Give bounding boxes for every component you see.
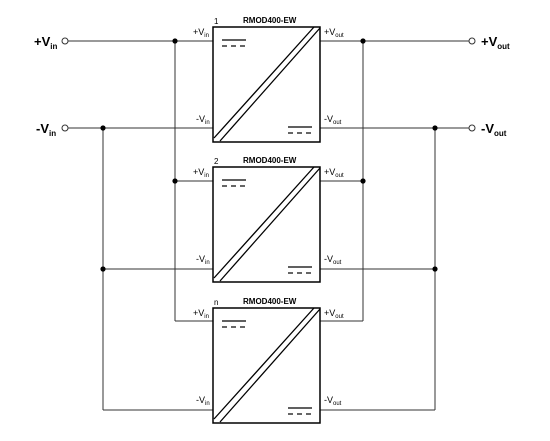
junction-dot — [432, 266, 438, 272]
junction-dot — [360, 178, 366, 184]
terminal-label-vout-minus: -Vout — [481, 121, 507, 138]
module-box — [212, 166, 321, 283]
module-model-label: RMOD400-EW — [243, 16, 297, 25]
dc-input-symbol — [222, 179, 246, 187]
pin-label-in-minus: -Vin — [196, 254, 210, 266]
junctions — [100, 38, 438, 272]
dc-input-symbol — [222, 320, 246, 328]
pin-label-out-plus: +Vout — [324, 308, 344, 320]
dc-input-symbol — [222, 39, 246, 47]
module-diagonal — [213, 307, 315, 420]
terminal-label-vin-plus: +Vin — [34, 34, 57, 51]
module-box — [212, 307, 321, 424]
pin-label-in-minus: -Vin — [196, 395, 210, 407]
junction-dot — [172, 178, 178, 184]
terminal-label-vout-plus: +Vout — [481, 34, 510, 51]
terminal-circle-vout-minus — [468, 124, 476, 132]
module-index-label: 2 — [214, 157, 219, 166]
junction-dot — [100, 125, 106, 131]
module-model-label: RMOD400-EW — [243, 156, 297, 165]
terminal-circle-vout-plus — [468, 37, 476, 45]
dc-output-symbol — [288, 266, 312, 274]
module-box — [212, 26, 321, 143]
pin-label-in-minus: -Vin — [196, 114, 210, 126]
module-index-label: 1 — [214, 17, 219, 26]
module-diagonal — [219, 308, 321, 423]
terminal-circles — [61, 37, 476, 132]
module-model-label: RMOD400-EW — [243, 297, 297, 306]
dc-output-symbol — [288, 407, 312, 415]
pin-label-in-plus: +Vin — [193, 27, 209, 39]
junction-dot — [360, 38, 366, 44]
pin-label-in-plus: +Vin — [193, 167, 209, 179]
module-diagonal — [219, 27, 321, 142]
junction-dot — [100, 266, 106, 272]
terminal-label-vin-minus: -Vin — [36, 121, 56, 138]
module-index-label: n — [214, 298, 218, 307]
dc-output-symbol — [288, 126, 312, 134]
pin-label-out-plus: +Vout — [324, 167, 344, 179]
pin-label-out-minus: -Vout — [324, 254, 342, 266]
converter-module-n: RMOD400-EW n +Vin -Vin +Vout -Vout — [193, 297, 344, 424]
converter-module-1: RMOD400-EW 1 +Vin -Vin +Vout -Vout — [193, 16, 344, 143]
pin-label-in-plus: +Vin — [193, 308, 209, 320]
junction-dot — [172, 38, 178, 44]
converter-module-2: RMOD400-EW 2 +Vin -Vin +Vout -Vout — [193, 156, 344, 283]
module-diagonal — [213, 166, 315, 279]
module-diagonal — [219, 167, 321, 282]
module-diagonal — [213, 26, 315, 139]
pin-label-out-minus: -Vout — [324, 395, 342, 407]
terminal-circle-vin-plus — [61, 37, 69, 45]
pin-label-out-plus: +Vout — [324, 27, 344, 39]
junction-dot — [432, 125, 438, 131]
pin-label-out-minus: -Vout — [324, 114, 342, 126]
terminal-circle-vin-minus — [61, 124, 69, 132]
